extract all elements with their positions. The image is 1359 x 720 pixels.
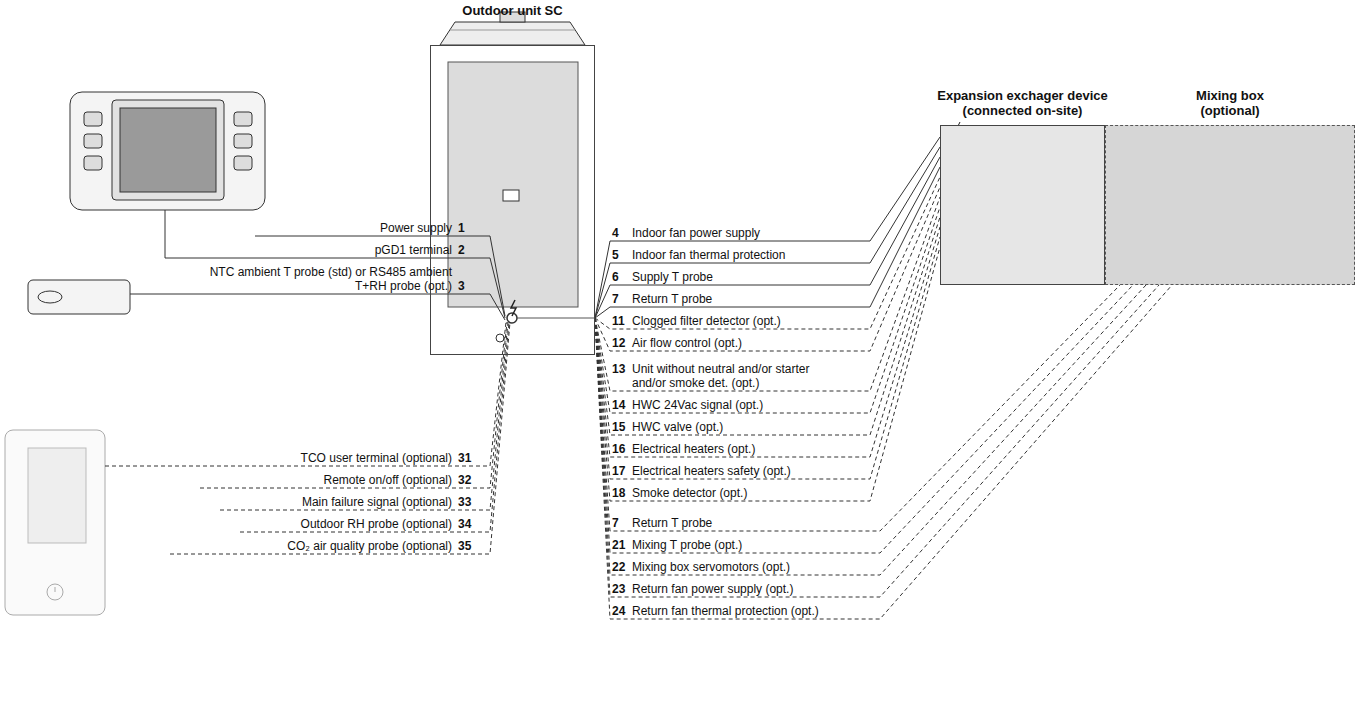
wire-label: Indoor fan power supply [632, 226, 760, 240]
signal-label: Outdoor RH probe (optional) [301, 517, 452, 531]
wire-label: Mixing box servomotors (opt.) [632, 560, 790, 574]
wire-label: HWC valve (opt.) [632, 420, 723, 434]
wire-label: Electrical heaters (opt.) [632, 442, 755, 456]
wire-connector [595, 285, 1120, 531]
wire-connector [595, 157, 940, 318]
wire-connector [595, 227, 940, 457]
callout-number: 18 [612, 486, 625, 500]
callout-number: 21 [612, 538, 625, 552]
callout-number: 34 [458, 517, 471, 531]
wire-connector [595, 247, 940, 501]
wire-connector [595, 167, 940, 318]
wire-label: Return fan thermal protection (opt.) [632, 604, 819, 618]
callout-number: 3 [458, 279, 465, 293]
wire-label: Return T probe [632, 292, 712, 306]
wire-connector [595, 237, 940, 479]
wire-label: Clogged filter detector (opt.) [632, 314, 781, 328]
callout-number: 16 [612, 442, 625, 456]
wire-label: Return fan power supply (opt.) [632, 582, 793, 596]
callout-number: 17 [612, 464, 625, 478]
callout-number: 33 [458, 495, 471, 509]
wire-connector [595, 285, 1146, 575]
callout-number: 5 [612, 248, 619, 262]
signal-label: Power supply [380, 221, 452, 235]
wire-connector [595, 285, 1172, 619]
callout-number: 14 [612, 398, 625, 412]
callout-number: 7 [612, 292, 619, 306]
node-heading: Mixing box (optional) [1185, 88, 1275, 118]
signal-label: Remote on/off (optional) [323, 473, 452, 487]
callout-number: 1 [458, 221, 465, 235]
wire-label: Air flow control (opt.) [632, 336, 742, 350]
wire-label: Smoke detector (opt.) [632, 486, 747, 500]
wire-connector [595, 147, 940, 318]
wire-connector [595, 187, 940, 351]
callout-number: 6 [612, 270, 619, 284]
wire-connector [595, 217, 940, 435]
wire-label: Return T probe [632, 516, 712, 530]
callout-number: 4 [612, 226, 619, 240]
callout-number: 7 [612, 516, 619, 530]
wire-connector [595, 285, 1159, 597]
callout-number: 11 [612, 314, 625, 328]
node-heading: Outdoor unit SC [433, 3, 593, 18]
signal-label: TCO user terminal (optional) [301, 451, 452, 465]
wire-connector [595, 207, 940, 413]
signal-label: Main failure signal (optional) [302, 495, 452, 509]
wire-label: Unit without neutral and/or starter and/… [632, 362, 832, 390]
callout-number: 23 [612, 582, 625, 596]
wire-label: Electrical heaters safety (opt.) [632, 464, 791, 478]
callout-number: 31 [458, 451, 471, 465]
callout-number: 12 [612, 336, 625, 350]
mixing-box: Mixing box (optional) [1105, 125, 1355, 285]
wire-connector [595, 177, 940, 329]
callout-number: 35 [458, 539, 471, 553]
wire-connector [595, 137, 940, 318]
callout-number: 2 [458, 243, 465, 257]
wire-connector [595, 197, 940, 391]
wire-connector [595, 285, 1133, 553]
callout-number: 22 [612, 560, 625, 574]
wire-label: Indoor fan thermal protection [632, 248, 785, 262]
signal-label: NTC ambient T probe (std) or RS485 ambie… [187, 265, 452, 293]
outdoor-unit: Outdoor unit SC [430, 45, 595, 355]
wire-label: Mixing T probe (opt.) [632, 538, 742, 552]
wire-label: HWC 24Vac signal (opt.) [632, 398, 763, 412]
signal-label: CO₂ air quality probe (optional) [287, 539, 452, 553]
wire-label: Supply T probe [632, 270, 713, 284]
callout-number: 13 [612, 362, 625, 376]
signal-label: pGD1 terminal [375, 243, 452, 257]
node-heading: Expansion exchager device (connected on-… [930, 88, 1115, 118]
expansion-exchanger: Expansion exchager device (connected on-… [940, 125, 1105, 285]
callout-number: 32 [458, 473, 471, 487]
callout-number: 24 [612, 604, 625, 618]
callout-number: 15 [612, 420, 625, 434]
